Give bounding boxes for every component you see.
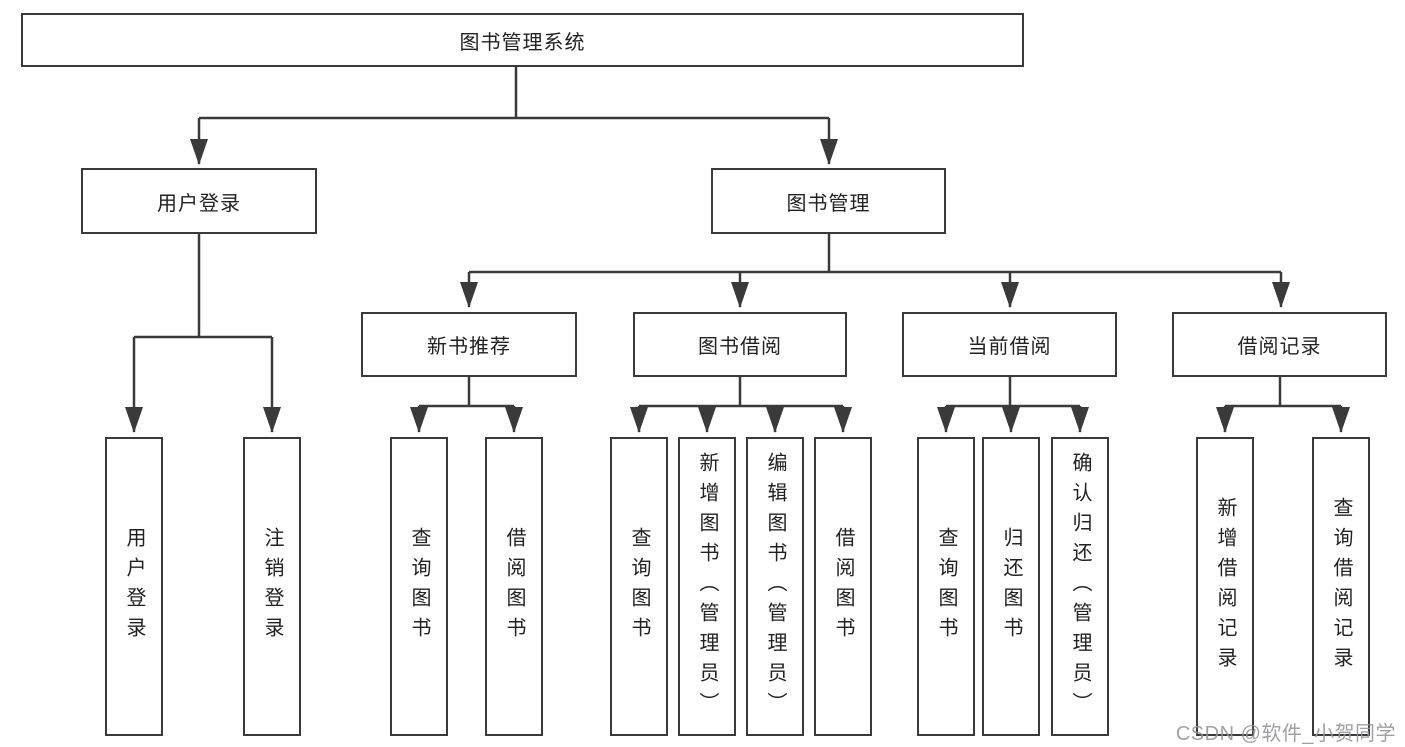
leaf-add-books-admin: 新增图书（管理员） (678, 437, 736, 736)
leaf-label: 借阅图书 (832, 526, 854, 647)
leaf-label: 用户登录 (123, 526, 145, 647)
node-label: 借阅记录 (1237, 336, 1322, 358)
leaf-query-books: 查询图书 (390, 437, 448, 736)
node-label: 图书借阅 (698, 336, 782, 358)
node-book-management: 图书管理 (711, 168, 946, 234)
leaf-label: 确认归还（管理员） (1069, 451, 1091, 722)
leaf-query-borrow-record: 查询借阅记录 (1312, 437, 1370, 736)
leaf-label: 新增借阅记录 (1214, 496, 1236, 677)
leaf-user-login: 用户登录 (105, 437, 163, 736)
leaf-borrow-books: 借阅图书 (485, 437, 543, 736)
leaf-logout: 注销登录 (243, 437, 301, 736)
leaf-confirm-return-admin: 确认归还（管理员） (1051, 437, 1109, 736)
leaf-borrow-books: 借阅图书 (814, 437, 872, 736)
leaf-label: 查询图书 (935, 526, 957, 647)
leaf-query-books: 查询图书 (610, 437, 668, 736)
leaf-label: 查询图书 (408, 526, 430, 647)
leaf-label: 查询借阅记录 (1330, 496, 1352, 677)
node-new-book-recommend: 新书推荐 (361, 312, 577, 377)
node-book-borrowing: 图书借阅 (633, 312, 847, 377)
leaf-label: 查询图书 (628, 526, 650, 647)
csdn-watermark: CSDN @软件_小贺同学 (1175, 723, 1396, 745)
node-root-library-system: 图书管理系统 (21, 13, 1024, 67)
leaf-query-books: 查询图书 (917, 437, 975, 736)
node-label: 新书推荐 (427, 336, 511, 358)
node-current-borrowing: 当前借阅 (902, 312, 1117, 377)
node-user-login-group: 用户登录 (81, 168, 317, 234)
leaf-label: 借阅图书 (503, 526, 525, 647)
node-label: 图书管理 (786, 192, 871, 215)
leaf-label: 编辑图书（管理员） (764, 451, 786, 722)
node-label: 用户登录 (157, 192, 241, 215)
node-borrowing-records: 借阅记录 (1172, 312, 1387, 377)
leaf-return-books: 归还图书 (982, 437, 1040, 736)
node-label: 当前借阅 (967, 336, 1052, 358)
leaf-edit-books-admin: 编辑图书（管理员） (746, 437, 804, 736)
leaf-label: 注销登录 (261, 526, 283, 647)
leaf-label: 归还图书 (1000, 526, 1022, 647)
leaf-label: 新增图书（管理员） (696, 451, 718, 722)
node-label: 图书管理系统 (459, 31, 586, 54)
leaf-add-borrow-record: 新增借阅记录 (1196, 437, 1254, 736)
